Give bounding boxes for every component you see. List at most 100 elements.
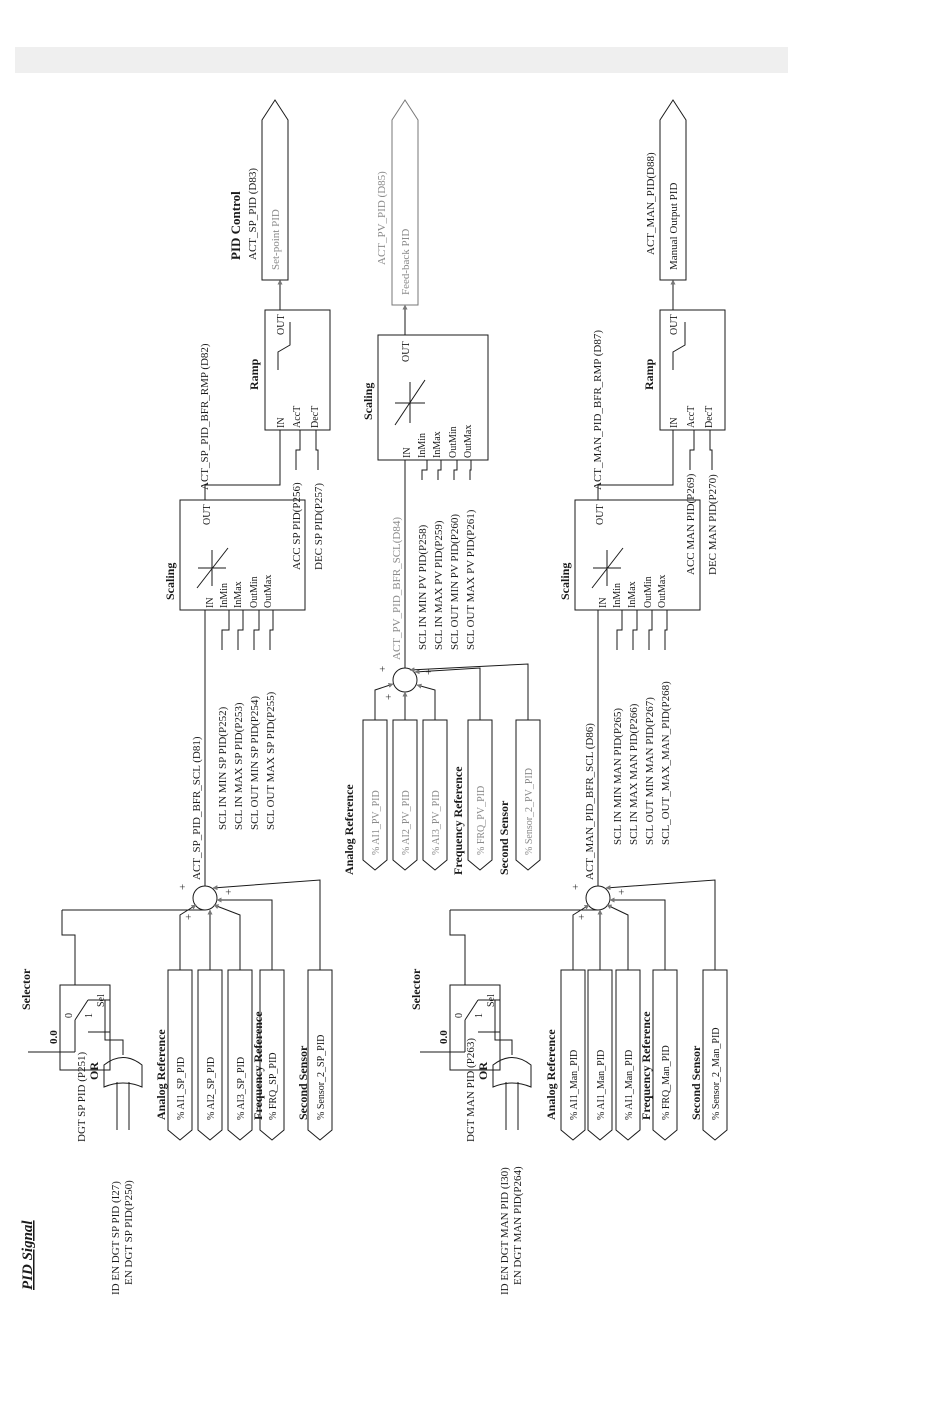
output-label-man: Manual Output PID: [668, 183, 680, 270]
feedback-pid-inputs: [362, 719, 541, 871]
analog-reference-label: Analog Reference: [154, 1029, 168, 1120]
scaling-param-4-pv: SCL OUT MAX PV PID(P261): [465, 509, 477, 650]
ramp-port-dect: DecT: [310, 406, 321, 428]
scaling-param-2-pv: SCL IN MAX PV PID(P259): [433, 520, 445, 650]
plus-sign: +: [576, 914, 588, 920]
scaling-port-inmin-man: InMin: [612, 583, 623, 608]
scaling-param-1-man: SCL IN MIN MAN PID(P265): [612, 708, 624, 845]
scaling-port-outmax-man: OutMax: [657, 575, 668, 608]
input-arrow-ai2-man: [587, 969, 613, 1141]
sum-output-label: ACT_SP_PID_BFR_SCL (D81): [191, 736, 203, 880]
scaling-out-label: OUT: [202, 504, 213, 525]
plus-sign: +: [423, 669, 435, 675]
selector-pos0: 0: [64, 1013, 75, 1018]
selector-pos0-man: 0: [454, 1013, 465, 1018]
selector-pos1-man: 1: [474, 1013, 485, 1018]
output-name-pv: ACT_PV_PID (D85): [376, 171, 388, 265]
ramp-port-in-man: IN: [669, 417, 680, 428]
scaling-box-pv: [377, 334, 489, 461]
scaling-port-inmin: InMin: [219, 583, 230, 608]
ramp-port-dect-man: DecT: [704, 406, 715, 428]
selector-zero-man: 0.0: [438, 1030, 450, 1044]
digital-param-man: DGT MAN PID (P263): [465, 1038, 477, 1142]
selector-sel-man: Sel: [486, 994, 497, 1007]
selector-pos1: 1: [84, 1013, 95, 1018]
ramp-box-sp: [264, 309, 331, 431]
sum-output-label-man: ACT_MAN_PID_BFR_SCL (D86): [584, 723, 596, 880]
input-label-ai3-pv: % AI3_PV_PID: [431, 790, 442, 855]
ramp-out-label-man: OUT: [669, 314, 680, 335]
or-input-1: ID EN DGT SP PID (I27): [110, 1181, 122, 1295]
scaling-title-man: Scaling: [558, 563, 572, 600]
plus-sign: +: [177, 884, 189, 890]
scaling-param-2-man: SCL IN MAX MAN PID(P266): [628, 703, 640, 845]
output-name: ACT_SP_PID (D83): [247, 168, 259, 260]
scaling-param-3: SCL OUT MIN SP PID(P254): [249, 696, 261, 830]
scaling-port-in-pv: IN: [402, 447, 413, 458]
header-bar: [15, 47, 788, 73]
input-label-sensor2-pv: % Sensor_2_PV_PID: [524, 768, 535, 855]
ramp-port-in: IN: [276, 417, 287, 428]
or-input-2-man: EN DGT MAN PID(P264): [512, 1166, 524, 1285]
scaling-port-outmin-man: OutMin: [643, 576, 654, 608]
output-label-pv: Feed-back PID: [400, 229, 412, 295]
scaling-port-in-man: IN: [598, 597, 609, 608]
input-arrow-ai2-pv: [392, 719, 418, 871]
selector-box-man: [449, 984, 501, 1071]
scaling-param-3-man: SCL OUT MIN MAN PID(P267): [644, 697, 656, 845]
input-arrow-ai1-pv: [362, 719, 388, 871]
plus-sign: +: [383, 694, 395, 700]
ramp-param-acc: ACC SP PID(P256): [291, 482, 303, 570]
setpoint-input-labels: % AI1_SP_PID % AI2_SP_PID % AI3_SP_PID %…: [176, 1035, 327, 1120]
input-label-frq-sp: % FRQ_SP_PID: [268, 1052, 279, 1120]
scaling-param-2: SCL IN MAX SP PID(P253): [233, 702, 245, 830]
scaling-port-outmax-pv: OutMax: [463, 425, 474, 458]
feedback-pid-labels: Analog Reference Frequency Reference Sec…: [342, 171, 535, 875]
second-sensor-label: Second Sensor: [296, 1045, 310, 1120]
input-arrow-frq-pv: [467, 719, 493, 871]
scaling-param-1-pv: SCL IN MIN PV PID(P258): [417, 524, 429, 650]
sum-junction-man: [585, 885, 611, 911]
scaling-port-outmax: OutMax: [263, 575, 274, 608]
input-arrow-sensor2-man: [702, 969, 728, 1141]
input-arrow-sensor2-sp: [307, 969, 333, 1141]
manual-pid-labels: ID EN DGT MAN PID (I30) EN DGT MAN PID(P…: [409, 152, 722, 1295]
input-arrow-ai1-man: [560, 969, 586, 1141]
output-name-man: ACT_MAN_PID(D88): [645, 152, 657, 255]
input-arrow-frq-sp: [259, 969, 285, 1141]
selector-title: Selector: [19, 968, 33, 1010]
page-title: PID Signal: [20, 1220, 36, 1290]
scaling-port-inmax: InMax: [233, 581, 244, 608]
or-label-man: OR: [476, 1062, 490, 1080]
input-arrow-sensor2-pv: [515, 719, 541, 871]
output-arrow-man: [659, 99, 687, 281]
scaling-param-3-pv: SCL OUT MIN PV PID(P260): [449, 514, 461, 650]
input-label-sensor2-man: % Sensor_2_Man_PID: [711, 1028, 722, 1121]
input-label-frq-pv: % FRQ_PV_PID: [476, 786, 487, 855]
sum-junction-sp: [192, 885, 218, 911]
output-arrow-sp: [261, 99, 289, 281]
input-label-ai2-pv: % AI2_PV_PID: [401, 790, 412, 855]
selector-sel: Sel: [96, 994, 107, 1007]
frequency-reference-label: Frequency Reference: [251, 1011, 265, 1120]
ramp-port-acct: AccT: [292, 406, 303, 428]
scaling-port-outmin-pv: OutMin: [448, 426, 459, 458]
scaling-param-4-man: SCL_OUT_MAX_MAN_PID(P268): [660, 681, 672, 845]
input-label-ai1-sp: % AI1_SP_PID: [176, 1057, 187, 1120]
scaling-out-label-pv: OUT: [401, 341, 412, 362]
input-arrow-ai1-sp: [167, 969, 193, 1141]
ramp-title-man: Ramp: [642, 358, 656, 390]
selector-zero: 0.0: [48, 1030, 60, 1044]
input-arrow-ai2-sp: [197, 969, 223, 1141]
section-title: PID Control: [228, 191, 243, 260]
input-arrow-ai3-pv: [422, 719, 448, 871]
plus-sign: +: [183, 914, 195, 920]
input-label-ai2-sp: % AI2_SP_PID: [206, 1057, 217, 1120]
ramp-title: Ramp: [247, 358, 261, 390]
output-arrow-pv: [391, 99, 419, 306]
input-label-frq-man: % FRQ_Man_PID: [661, 1045, 672, 1120]
digital-param: DGT SP PID (P251): [76, 1052, 88, 1142]
plus-sign: +: [570, 884, 582, 890]
